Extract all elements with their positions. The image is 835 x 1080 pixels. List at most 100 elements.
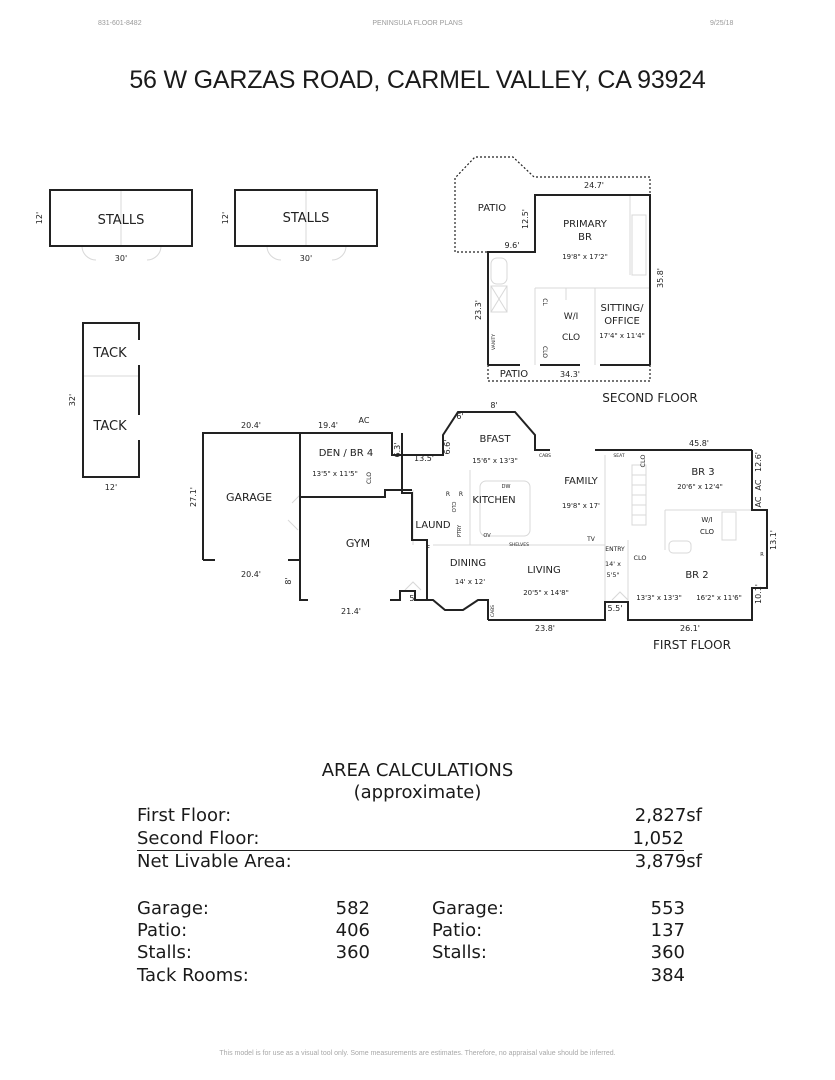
floor-plan-drawing: STALLS 30' 12' STALLS 30' 12' TACK TACK … (35, 156, 778, 652)
oven-label: OV (483, 533, 491, 539)
dim-living-bottom: 23.8' (535, 624, 555, 633)
header-company: PENINSULA FLOOR PLANS (372, 20, 463, 27)
bfast-label: BFAST (480, 434, 512, 445)
family-clo-label: CLO (639, 454, 647, 467)
second-floor-area-value: 1,052 (632, 828, 684, 849)
right-stalls-label: Stalls: (432, 942, 487, 963)
dim-right-mid: 13.1' (769, 530, 778, 550)
left-patio-value: 406 (335, 920, 370, 941)
entry-dims-1: 14' x (605, 560, 621, 568)
left-stalls-value: 360 (335, 942, 370, 963)
stalls-2-width: 30' (300, 254, 312, 263)
first-floor-outline-top (300, 411, 550, 456)
dim-bfast-top: 8' (490, 401, 497, 410)
dim-right-upper: 12.6' (754, 452, 763, 472)
tack-outline (82, 322, 140, 478)
right-patio-value: 137 (650, 920, 685, 941)
kitchen-label: KITCHEN (472, 495, 515, 506)
first-floor-outline-right (488, 450, 768, 621)
bath-r-label: R (760, 552, 764, 558)
left-stalls-label: Stalls: (137, 942, 192, 963)
den-dims: 13'5" x 11'5" (312, 470, 358, 478)
laund-label: LAUND (415, 520, 450, 531)
tack-rooms-value: 384 (650, 965, 685, 986)
area-calculations-subtitle: (approximate) (353, 782, 482, 803)
den-clo-label: CLO (366, 472, 373, 484)
wi-clo-label-1: W/I (564, 312, 579, 322)
tack-top-label: TACK (92, 346, 127, 361)
second-cl-label: CL (541, 298, 548, 306)
header-date: 9/25/18 (710, 20, 734, 27)
left-patio-label: Patio: (137, 920, 188, 941)
living-dims: 20'5" x 14'8" (523, 589, 569, 597)
stalls-2-outline (234, 189, 378, 247)
garage-label: GARAGE (226, 491, 272, 504)
tack-bottom-label: TACK (92, 419, 127, 434)
net-livable-area-label: Net Livable Area: (137, 851, 292, 872)
second-dim-right: 35.8' (656, 268, 665, 288)
dim-gym-bottom: 21.4' (341, 607, 361, 616)
right-garage-value: 553 (650, 898, 685, 919)
first-floor-label: FIRST FLOOR (653, 638, 731, 652)
dim-garage-side: 27.1' (189, 487, 198, 507)
second-dim-top: 24.7' (584, 181, 604, 190)
second-dim-bottom: 34.3' (560, 370, 580, 379)
second-dim-patio-width: 9.6' (505, 241, 520, 250)
primary-br-label-2: BR (578, 232, 592, 243)
entry-dims-2: 5'5" (606, 571, 619, 579)
stalls-2-label: STALLS (283, 211, 330, 226)
dim-bottom-right: 26.1' (680, 624, 700, 633)
dim-gym-side: 8' (284, 577, 293, 584)
patio-dashed (454, 156, 651, 382)
tv-label: TV (586, 536, 596, 543)
second-dim-patio-side: 12.5' (521, 209, 530, 229)
dim-bfast-left: 13.5' (414, 454, 434, 463)
cabs-top-label: CABS (539, 453, 551, 459)
dim-den-side: 6.3' (393, 443, 402, 458)
primary-br-label-1: PRIMARY (563, 219, 608, 230)
br3-label: BR 3 (691, 467, 714, 478)
sitting-office-label-2: OFFICE (604, 316, 640, 327)
right-garage-label: Garage: (432, 898, 504, 919)
patio-top-label: PATIO (478, 203, 507, 214)
vanity-label: VANITY (491, 334, 497, 350)
stalls-1-label: STALLS (98, 213, 145, 228)
stalls-1-width: 30' (115, 254, 127, 263)
page-title: 56 W GARZAS ROAD, CARMEL VALLEY, CA 9392… (129, 66, 706, 94)
dim-den-top: 19.4' (318, 421, 338, 430)
patio-bottom-label: PATIO (500, 369, 529, 380)
dw-label: DW (502, 484, 511, 490)
kitchen-clo-label: CLO (450, 501, 456, 513)
ac-label: AC (359, 416, 370, 425)
patio-bottom-outline (487, 365, 651, 382)
br2-dims-a: 13'3" x 13'3" (636, 594, 682, 602)
second-floor-label: SECOND FLOOR (602, 391, 697, 405)
first-floor-area-label: First Floor: (137, 805, 232, 826)
second-floor-outline (487, 194, 651, 365)
sitting-office-dims: 17'4" x 11'4" (599, 332, 645, 340)
ac-right-2: AC (754, 479, 763, 490)
br-wi-clo-label-1: W/I (701, 516, 712, 524)
second-clo-label: CLO (541, 346, 548, 358)
shelves-label: SHELVES (509, 542, 529, 548)
left-garage-value: 582 (335, 898, 370, 919)
seat-label: SEAT (613, 453, 624, 459)
disclaimer-footer: This model is for use as a visual tool o… (219, 1050, 616, 1057)
stalls-1-depth: 12' (35, 212, 44, 224)
br3-dims: 20'6" x 12'4" (677, 483, 723, 491)
left-garage-label: Garage: (137, 898, 209, 919)
header-phone: 831-601-8482 (98, 20, 142, 27)
ptry-label: PTRY (457, 524, 463, 537)
gym-top-wall (300, 489, 412, 498)
wi-clo-label-2: CLO (562, 333, 580, 343)
exterior-walls (49, 189, 768, 621)
dim-bfast-side: 6.6' (443, 440, 452, 455)
den-label: DEN / BR 4 (319, 448, 374, 459)
tack-rooms-label: Tack Rooms: (137, 965, 249, 986)
gym-label: GYM (346, 537, 370, 550)
family-dims: 19'8" x 17' (562, 502, 600, 510)
living-label: LIVING (527, 565, 561, 576)
dim-family-top: 45.8' (689, 439, 709, 448)
primary-br-dims: 19'8" x 17'2" (562, 253, 608, 261)
dim-gym-notch: 5' (409, 594, 416, 603)
